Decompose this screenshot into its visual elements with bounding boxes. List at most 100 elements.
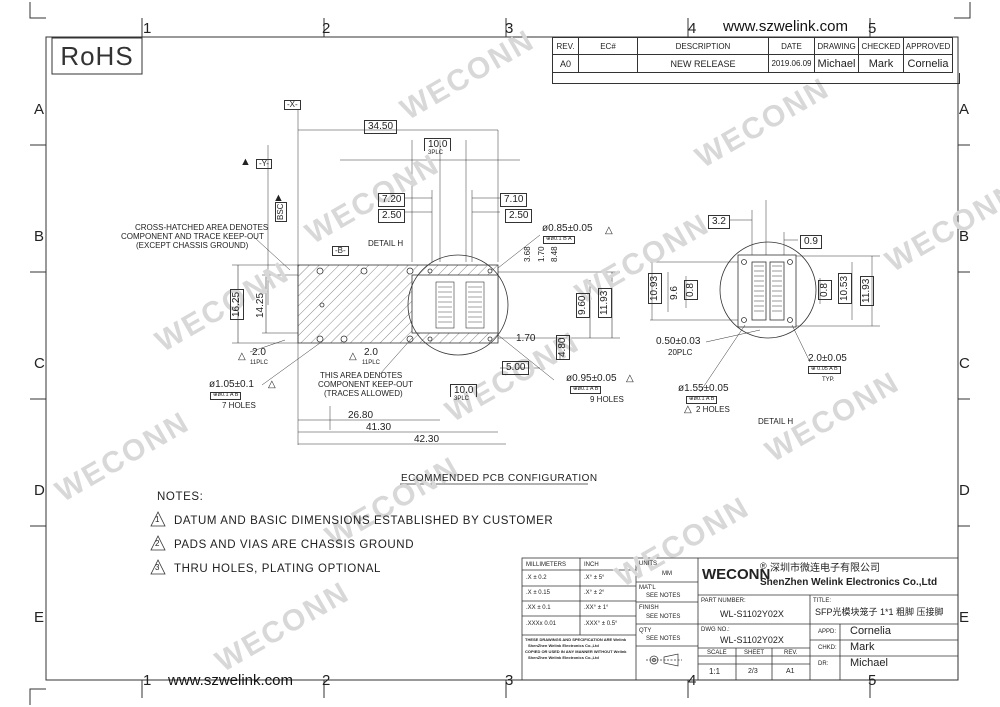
detail-dim-2-0-fcf: ⊕ 0.05 A B <box>808 366 841 374</box>
note-1-number: 1 <box>155 515 160 524</box>
disclaimer-1: THESE DRAWINGS AND SPECIFICATION ARE Wel… <box>525 637 627 642</box>
dim-4-80: 4.80 <box>556 334 570 360</box>
website-url-bottom[interactable]: www.szwelink.com <box>168 672 294 689</box>
dim-7-20: 7.20 <box>378 193 406 207</box>
dim-16-25: 16.25 <box>230 288 244 320</box>
zone-row-a-right: A <box>959 101 970 118</box>
note-triangles <box>150 511 166 575</box>
zone-row-d: D <box>34 482 45 499</box>
rohs-mark: RoHS <box>60 40 134 71</box>
zone-col-2: 2 <box>322 20 331 37</box>
bsc-triangle: ▲ <box>273 192 284 204</box>
rev-value: A0 <box>552 54 579 73</box>
hole-085: ø0.85±0.05 <box>542 223 593 234</box>
revision-table-spacer <box>552 73 960 84</box>
note-1-text: DATUM AND BASIC DIMENSIONS ESTABLISHED B… <box>174 515 554 527</box>
title-block-frame <box>521 557 959 681</box>
appd-label: APPD: <box>818 629 837 635</box>
dim-2-0-mid: 2.0 <box>364 347 378 358</box>
zone-col-1-bottom: 1 <box>143 672 152 689</box>
drawing-header: DRAWING <box>814 37 859 55</box>
tol-inch-4: .XXX° ± 0.5° <box>584 621 618 627</box>
drawing-border <box>45 36 959 681</box>
dim-2-0-left-triangle: △ <box>238 351 246 362</box>
revision-table: REV. EC# DESCRIPTION DATE DRAWING CHECKE… <box>552 37 953 73</box>
detail-dim-2-0: 2.0±0.05 <box>808 353 847 364</box>
sheet-value: 2/3 <box>748 668 758 675</box>
detail-dim-2-0-typ: TYP. <box>822 377 835 383</box>
detail-view-label: DETAIL H <box>758 417 794 426</box>
bsc-label: BSC <box>275 201 287 222</box>
datum-y: -Y- <box>256 159 272 169</box>
zone-col-3: 3 <box>505 20 514 37</box>
notes-title: NOTES: <box>157 491 204 503</box>
rev-header: REV. <box>552 37 579 55</box>
dr-label: DR: <box>818 661 829 667</box>
checked-value: Mark <box>858 54 904 73</box>
datum-x: -X- <box>284 100 301 110</box>
dim-41-30: 41.30 <box>366 422 392 433</box>
dim-5-00: 5.00 <box>502 361 530 375</box>
dim-42-30: 42.30 <box>414 434 440 445</box>
brand-logo: WECONN <box>702 566 771 583</box>
date-header: DATE <box>768 37 815 55</box>
drawing-value: Michael <box>814 54 859 73</box>
dr-value: Michael <box>850 657 888 669</box>
part-number-value: WL-S1102Y02X <box>720 609 784 619</box>
finish-label: FINISH <box>639 605 659 611</box>
chkd-label: CHKD: <box>818 645 837 651</box>
detail-dim-0-8-right: 0.8 <box>818 280 832 300</box>
dim-7-10: 7.10 <box>500 193 528 207</box>
zone-col-2-bottom: 2 <box>322 672 331 689</box>
dim-3-68: 3.68 <box>523 246 532 262</box>
disclaimer-2: ShenZhen Welink Electronics Co.,Ltd <box>528 643 599 648</box>
detail-h-label: DETAIL H <box>368 239 404 248</box>
units-value: MM <box>662 571 672 577</box>
pcb-caption: ECOMMENDED PCB CONFIGURATION <box>401 473 598 484</box>
dim-10-0-bottom: 10.0 <box>450 384 478 397</box>
dim-8-48: 8.48 <box>550 246 559 262</box>
hole-105: ø1.05±0.1 <box>209 379 254 390</box>
dim-2-0-left: 2.0 <box>252 347 266 358</box>
units-label: UNITS <box>639 561 657 567</box>
tol-header-inch: INCH <box>584 562 599 568</box>
dim-2-50-left: 2.50 <box>378 209 406 223</box>
detail-dim-11-93: 11.93 <box>860 275 874 306</box>
hole-105-fcf: ⊕ø0.1 A B <box>210 392 242 400</box>
tol-inch-3: .XX° ± 1° <box>584 605 609 611</box>
dim-2-50-right: 2.50 <box>505 209 533 223</box>
cross-hatch-note-2: COMPONENT AND TRACE KEEP-OUT <box>121 232 264 241</box>
rev-value: A1 <box>786 668 795 675</box>
tol-mm-2: .X ± 0.15 <box>526 590 550 596</box>
checked-header: CHECKED <box>858 37 904 55</box>
title-label: TITLE: <box>813 598 832 604</box>
frame-corners <box>29 2 971 705</box>
matl-value: SEE NOTES <box>646 593 681 599</box>
approved-value: Cornelia <box>903 54 953 73</box>
sheet-label: SHEET <box>744 650 765 656</box>
zone-col-3-bottom: 3 <box>505 672 514 689</box>
detail-hole-155: ø1.55±0.05 <box>678 383 729 394</box>
dim-1-70-v: 1.70 <box>537 246 546 262</box>
brand-registered-mark: ® <box>760 561 767 571</box>
hole-105-count: 7 HOLES <box>222 401 256 410</box>
tol-mm-3: .XX ± 0.1 <box>526 605 551 611</box>
projection-symbol <box>646 653 682 667</box>
ec-value <box>578 54 638 73</box>
dim-14-25: 14.25 <box>255 292 266 318</box>
part-number-label: PART NUMBER: <box>701 598 746 604</box>
matl-label: MAT'L <box>639 585 656 591</box>
website-url-top[interactable]: www.szwelink.com <box>723 18 849 35</box>
tol-mm-4: .XXXx 0.01 <box>526 621 557 627</box>
dim-9-60: 9.60 <box>576 292 590 318</box>
keepout-note-2: COMPONENT KEEP-OUT <box>318 380 413 389</box>
tol-mm-1: .X ± 0.2 <box>526 575 547 581</box>
note-3-text: THRU HOLES, PLATING OPTIONAL <box>174 563 382 575</box>
appd-value: Cornelia <box>850 625 891 637</box>
title-value: SFP光模块笼子 1*1 粗脚 压接脚 <box>815 607 944 617</box>
datum-b: -B- <box>332 246 349 256</box>
pcb-layout-view <box>232 110 620 445</box>
zone-col-4-bottom: 4 <box>688 672 697 689</box>
detail-pad-count: 20PLC <box>668 348 693 357</box>
zone-col-5-bottom: 5 <box>868 672 877 689</box>
